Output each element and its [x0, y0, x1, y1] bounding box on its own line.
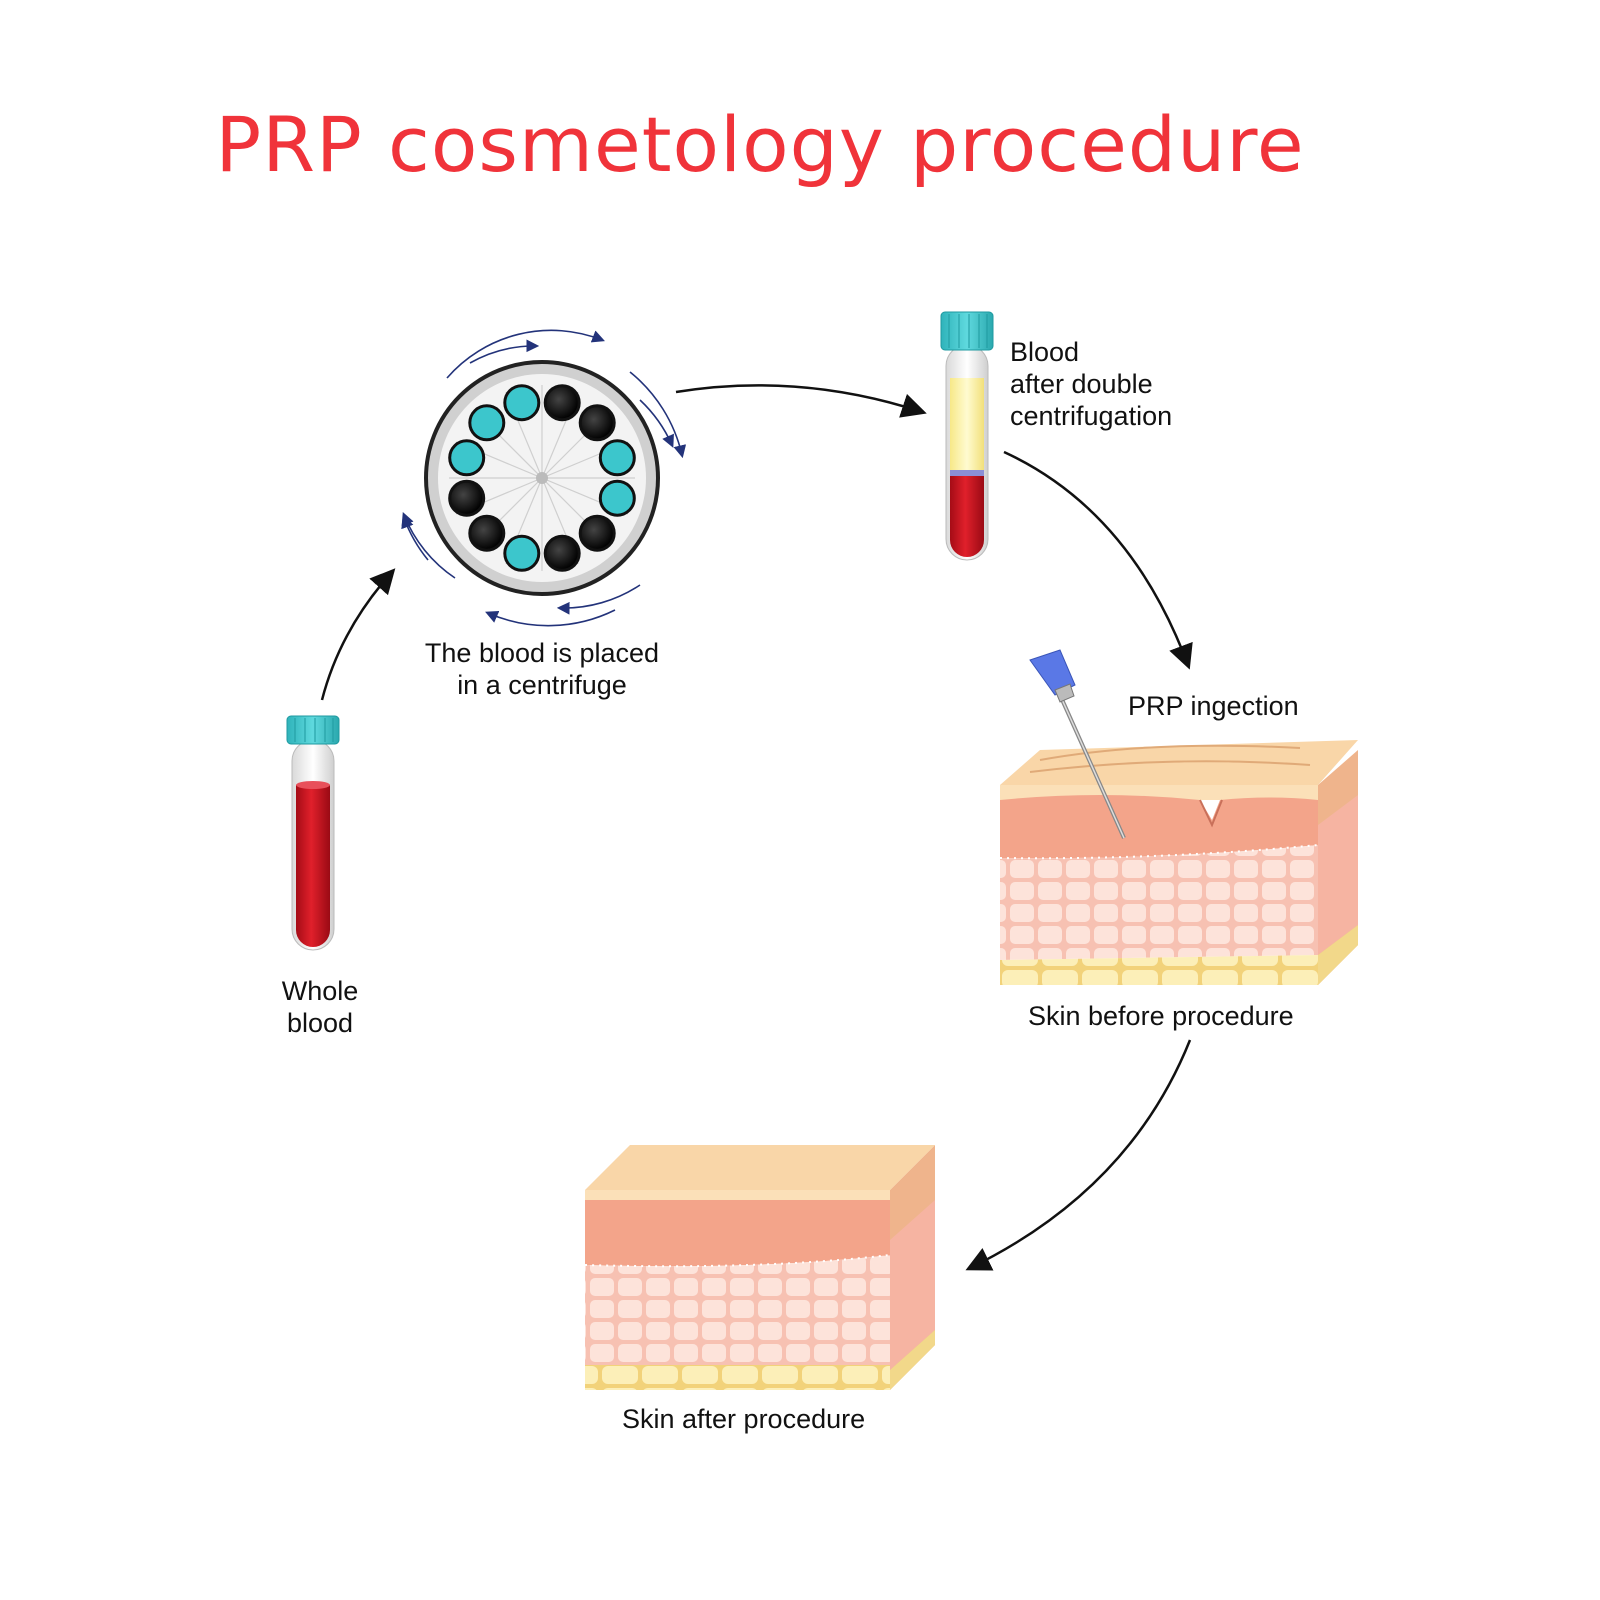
centrifuge-tube-slot-empty	[468, 514, 506, 552]
label-skin-after: Skin after procedure	[622, 1404, 866, 1434]
centrifuge-tube-slot-empty	[578, 404, 616, 442]
centrifuge-tube-slot-filled	[598, 439, 636, 477]
label-whole-blood: Whole blood	[281, 976, 359, 1038]
arrow-4	[965, 1039, 1192, 1271]
centrifuge-tube-slot-empty	[448, 479, 486, 517]
skin-after-block	[584, 1145, 935, 1390]
separated-blood-tube	[940, 311, 994, 561]
skin-before-block	[999, 740, 1358, 985]
syringe-needle	[1029, 649, 1126, 839]
centrifuge-tube-slot-filled	[503, 534, 541, 572]
centrifuge-tube-slot-filled	[448, 439, 486, 477]
rotation-arrows	[401, 329, 687, 627]
centrifuge-tube-slot-filled	[468, 404, 506, 442]
arrow-1	[320, 568, 396, 701]
label-double-centrifugation: Blood after double centrifugation	[1010, 337, 1173, 431]
process-arrows	[320, 384, 1193, 1271]
arrow-3	[1003, 450, 1193, 670]
centrifuge-tube-slot-filled	[598, 479, 636, 517]
arrow-2	[675, 384, 927, 418]
centrifuge-tube-slot-empty	[543, 384, 581, 422]
centrifuge-tube-slot-empty	[578, 514, 616, 552]
label-prp-injection: PRP ingection	[1128, 691, 1299, 721]
whole-blood-tube	[286, 715, 340, 951]
label-centrifuge: The blood is placed in a centrifuge	[424, 638, 660, 700]
centrifuge	[424, 360, 660, 596]
label-skin-before: Skin before procedure	[1028, 1001, 1294, 1031]
centrifuge-tube-slots	[448, 384, 636, 572]
page-title: PRP cosmetology procedure	[215, 100, 1305, 189]
centrifuge-tube-slot-filled	[503, 384, 541, 422]
centrifuge-tube-slot-empty	[543, 534, 581, 572]
